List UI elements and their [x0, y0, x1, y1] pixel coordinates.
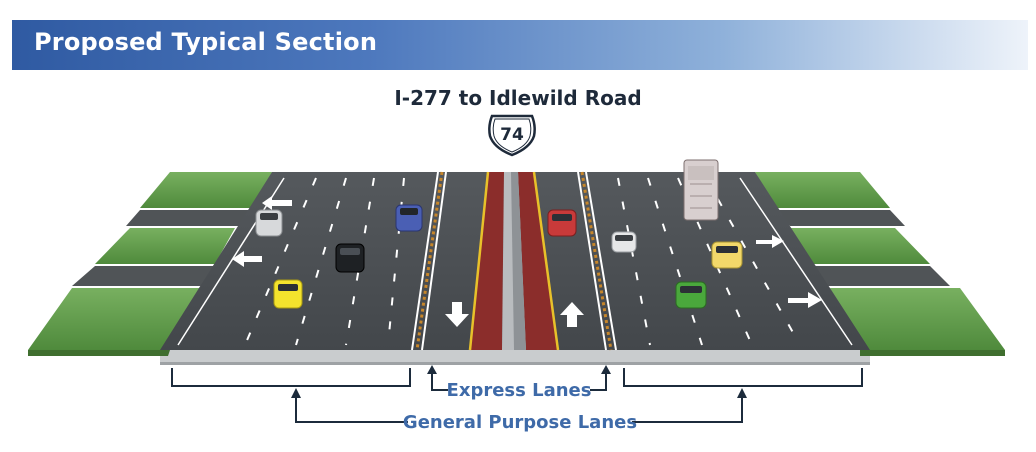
general-purpose-lanes-label: General Purpose Lanes [403, 412, 637, 433]
left-cross-streets [72, 210, 258, 286]
red-car [547, 209, 577, 237]
truck [683, 159, 719, 221]
right-turn-arrow-icon [756, 235, 822, 308]
us-route-shield-icon: 74 [488, 114, 536, 157]
left-turn-arrow-icon [232, 196, 292, 267]
left-general-bracket [171, 368, 411, 387]
express-lanes-label: Express Lanes [447, 380, 592, 401]
right-grass-areas [755, 172, 1005, 356]
left-grass-areas [28, 172, 272, 356]
right-general-bracket [623, 368, 863, 387]
express-lane-buffers [411, 171, 617, 351]
express-left-connector [431, 370, 448, 391]
title-banner: Proposed Typical Section [12, 20, 1028, 70]
yellow-car-right [711, 241, 743, 269]
lane-brackets [171, 368, 863, 423]
roadway-base [160, 350, 870, 365]
general-right-connector [632, 394, 743, 423]
general-left-connector [295, 394, 408, 423]
route-segment-title: I-277 to Idlewild Road [394, 86, 642, 110]
green-car [675, 281, 707, 309]
express-lanes-surface [468, 171, 560, 351]
bracket-arrowheads [291, 365, 747, 398]
right-cross-streets [775, 210, 950, 286]
down-arrow-icon [445, 302, 469, 327]
page-title: Proposed Typical Section [34, 28, 378, 56]
up-arrow-icon [560, 302, 584, 327]
express-right-connector [590, 370, 607, 391]
shield-number: 74 [500, 125, 524, 145]
vehicles [255, 159, 743, 309]
